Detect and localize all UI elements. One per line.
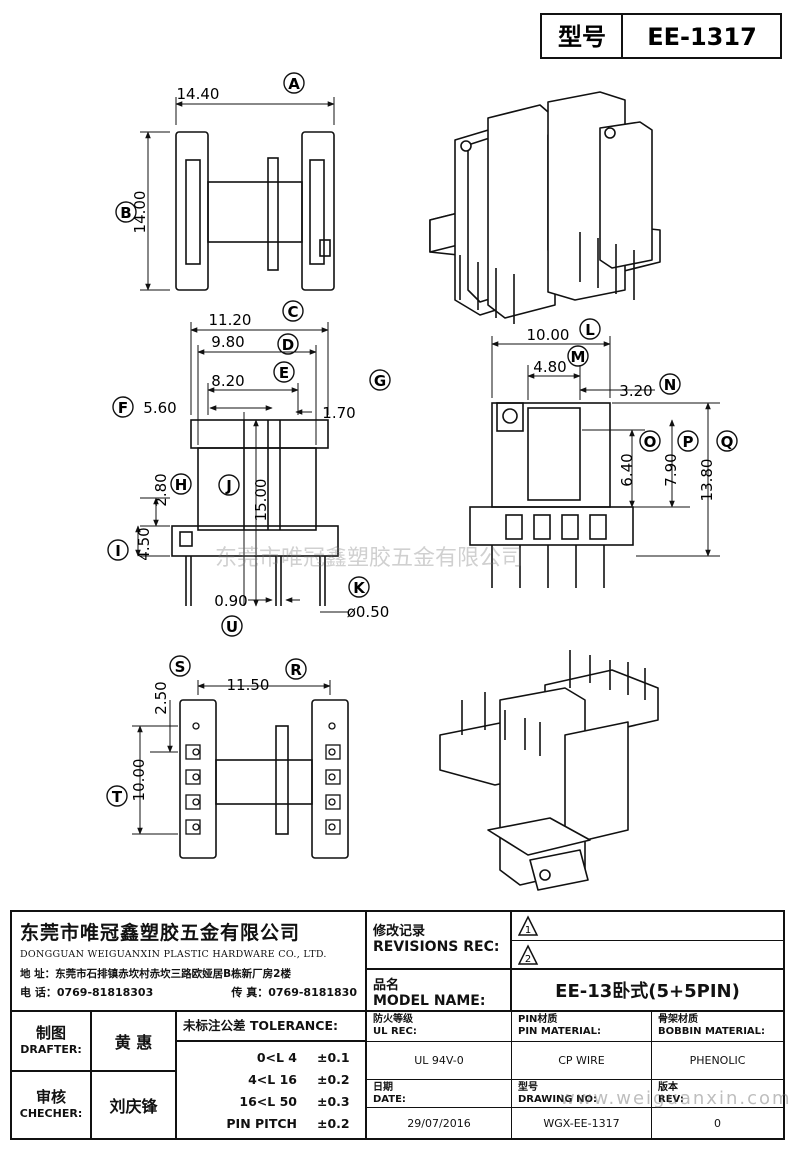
watermark-url: www.weiguanxin.com: [560, 1088, 792, 1109]
pin-material-value: CP WIRE: [512, 1042, 652, 1080]
date-value: 29/07/2016: [367, 1108, 512, 1138]
dim-t-letter: T: [112, 788, 123, 806]
ul-rec-value: UL 94V-0: [367, 1042, 512, 1080]
checker-name: 刘庆锋: [92, 1072, 177, 1138]
dim-q-value: 13.80: [698, 459, 716, 502]
bobbin-material-value: PHENOLIC: [652, 1042, 783, 1080]
front-view: [469, 336, 720, 588]
dim-e-letter: E: [279, 364, 289, 382]
dim-a-value: 14.40: [177, 85, 220, 103]
checker-label: 审核 CHECHER:: [12, 1072, 92, 1138]
technical-drawing: 型号 EE-1317 A 14.40 B 14.00: [106, 13, 782, 891]
model-name-value: EE-13卧式(5+5PIN): [512, 970, 783, 1012]
revision-row-1: 1: [512, 912, 783, 941]
revision-triangle-icon: 1: [518, 915, 539, 936]
dim-g-letter: G: [374, 372, 386, 390]
dim-r-value: 11.50: [227, 676, 270, 694]
isometric-view-top: [429, 91, 661, 324]
dim-n-letter: N: [664, 376, 677, 394]
svg-text:1: 1: [525, 925, 531, 936]
dim-l-value: 10.00: [527, 326, 570, 344]
dim-f2-value: 1.70: [322, 404, 355, 422]
dim-b-letter: B: [120, 204, 131, 222]
company-name-en: DONGGUAN WEIGUANXIN PLASTIC HARDWARE CO.…: [20, 949, 327, 960]
dim-b-value: 14.00: [131, 191, 149, 234]
tol-value-1: ±0.1: [317, 1050, 350, 1065]
tol-value-2: ±0.2: [317, 1072, 350, 1087]
dim-a-letter: A: [288, 75, 300, 93]
dim-u-value: 0.90: [214, 592, 247, 610]
dim-k-value: ø0.50: [347, 603, 390, 621]
bottom-view: [132, 680, 349, 859]
company-name-cn: 东莞市唯冠鑫塑胶五金有限公司: [20, 922, 301, 944]
dim-e-value: 8.20: [211, 372, 244, 390]
dim-f-value: 5.60: [143, 399, 176, 417]
dim-l-letter: L: [585, 321, 595, 339]
revisions-label: 修改记录 REVISIONS REC:: [367, 912, 512, 970]
tol-value-3: ±0.3: [317, 1094, 350, 1109]
rev-value: 0: [714, 1116, 721, 1130]
tol-range-2: 4<L 16: [248, 1072, 297, 1087]
watermark-company: 东莞市唯冠鑫塑胶五金有限公司: [215, 546, 524, 571]
top-view: [140, 97, 335, 291]
dim-c-letter: C: [287, 303, 298, 321]
dim-i-letter: I: [115, 542, 121, 560]
model-label: 型号: [558, 23, 606, 51]
revision-row-2: 2: [512, 941, 783, 970]
dim-u-letter: U: [226, 618, 238, 636]
dim-c-value: 11.20: [209, 311, 252, 329]
dim-p-letter: P: [683, 433, 694, 451]
isometric-view-bottom: [439, 650, 659, 891]
dim-p-value: 7.90: [662, 453, 680, 486]
dim-j-letter: J: [225, 477, 232, 495]
dim-h-value: 2.80: [152, 473, 170, 506]
revision-triangle-icon: 2: [518, 944, 539, 965]
company-fax: 传 真：0769-8181830: [231, 986, 357, 999]
dim-r-letter: R: [290, 661, 302, 679]
tolerance-label: 未标注公差 TOLERANCE:: [177, 1012, 365, 1042]
company-info: 东莞市唯冠鑫塑胶五金有限公司 DONGGUAN WEIGUANXIN PLAST…: [12, 912, 367, 1012]
model-name-label: 品名 MODEL NAME:: [367, 970, 512, 1012]
tol-range-1: 0<L 4: [256, 1050, 297, 1065]
tolerance-block: 未标注公差 TOLERANCE: 0<L 4 ±0.1 4<L 16 ±0.2 16…: [177, 1012, 367, 1138]
dim-k-letter: K: [353, 579, 366, 597]
drafter-label: 制图 DRAFTER:: [12, 1012, 92, 1072]
dim-s-letter: S: [175, 658, 186, 676]
dim-m-letter: M: [571, 348, 586, 366]
dim-i-value: 4.50: [135, 527, 153, 560]
model-value: EE-1317: [647, 23, 757, 51]
dim-d-value: 9.80: [211, 333, 244, 351]
tol-range-4: PIN PITCH: [226, 1116, 297, 1131]
company-address: 地 址：东莞市石排镇赤坎村赤坎三路欧娅居B栋新厂房2楼: [20, 968, 291, 980]
dim-q-letter: Q: [721, 433, 734, 451]
dim-j-value: 15.00: [252, 479, 270, 522]
side-view: [135, 322, 348, 613]
dim-n-value: 3.20: [619, 382, 652, 400]
svg-text:2: 2: [525, 954, 531, 965]
company-phone: 电 话：0769-81818303: [20, 986, 154, 999]
dim-d-letter: D: [282, 336, 294, 354]
dim-h-letter: H: [175, 476, 188, 494]
dim-m-value: 4.80: [533, 358, 566, 376]
dim-o-letter: O: [644, 433, 657, 451]
dim-o-value: 6.40: [618, 453, 636, 486]
dim-s-value: 2.50: [152, 681, 170, 714]
dim-t-value: 10.00: [130, 759, 148, 802]
model-header-box: 型号 EE-1317: [540, 13, 782, 59]
dim-f-letter: F: [118, 399, 128, 417]
tol-range-3: 16<L 50: [239, 1094, 297, 1109]
title-block: 东莞市唯冠鑫塑胶五金有限公司 DONGGUAN WEIGUANXIN PLAST…: [10, 910, 785, 1140]
drafter-name: 黄 惠: [92, 1012, 177, 1072]
drawing-no-value: WGX-EE-1317: [512, 1108, 652, 1138]
tol-value-4: ±0.2: [317, 1116, 350, 1131]
